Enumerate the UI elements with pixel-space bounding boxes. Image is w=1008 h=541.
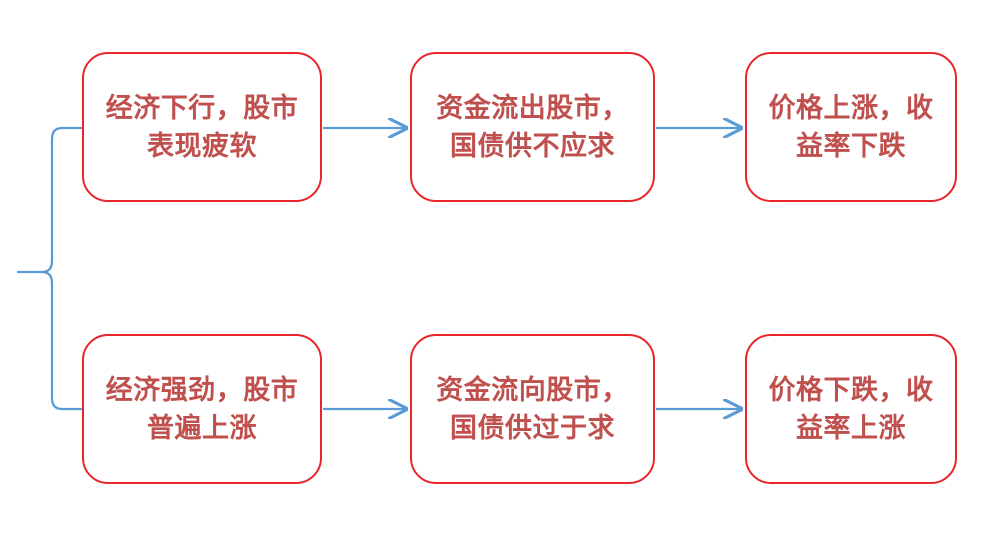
node-price-down[interactable]: 价格下跌，收 益率上涨 (745, 334, 957, 484)
left-brace-connector (16, 126, 84, 411)
node-econ-down-label: 经济下行，股市 表现疲软 (105, 92, 299, 161)
node-price-up-label: 价格上涨，收 益率下跌 (768, 92, 934, 161)
node-funds-out-label: 资金流出股市， 国债供不应求 (436, 92, 629, 161)
node-price-down-label: 价格下跌，收 益率上涨 (768, 374, 934, 443)
node-econ-strong[interactable]: 经济强劲，股市 普遍上涨 (82, 334, 322, 484)
node-funds-out[interactable]: 资金流出股市， 国债供不应求 (410, 52, 655, 202)
node-econ-strong-label: 经济强劲，股市 普遍上涨 (105, 374, 299, 443)
node-price-up[interactable]: 价格上涨，收 益率下跌 (745, 52, 957, 202)
node-funds-in[interactable]: 资金流向股市， 国债供过于求 (410, 334, 655, 484)
node-funds-in-label: 资金流向股市， 国债供过于求 (436, 374, 629, 443)
node-econ-down[interactable]: 经济下行，股市 表现疲软 (82, 52, 322, 202)
